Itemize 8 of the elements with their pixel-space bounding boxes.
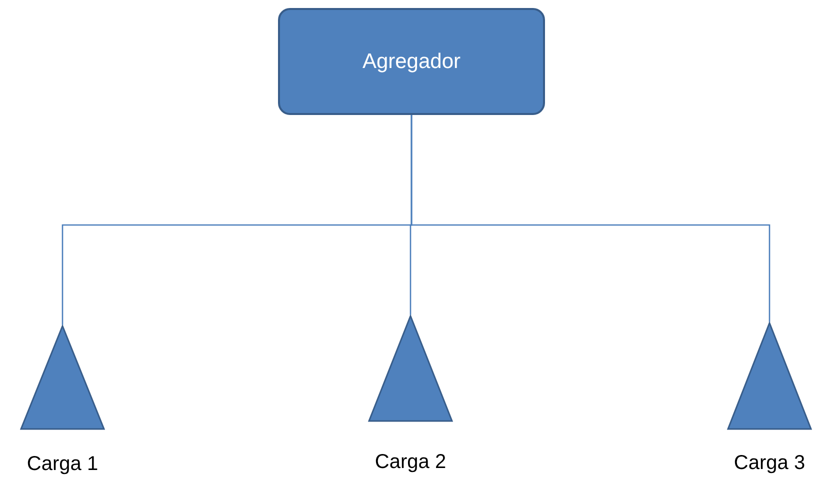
node-label: Carga 1 bbox=[26, 453, 98, 476]
triangle-shape bbox=[368, 315, 453, 422]
process-box: Agregador bbox=[278, 8, 545, 115]
node-label: Carga 3 bbox=[734, 452, 806, 475]
node-label: Carga 2 bbox=[374, 451, 446, 474]
triangle-shape bbox=[727, 322, 812, 430]
connector-line bbox=[410, 115, 770, 322]
triangle-shape bbox=[20, 325, 105, 430]
